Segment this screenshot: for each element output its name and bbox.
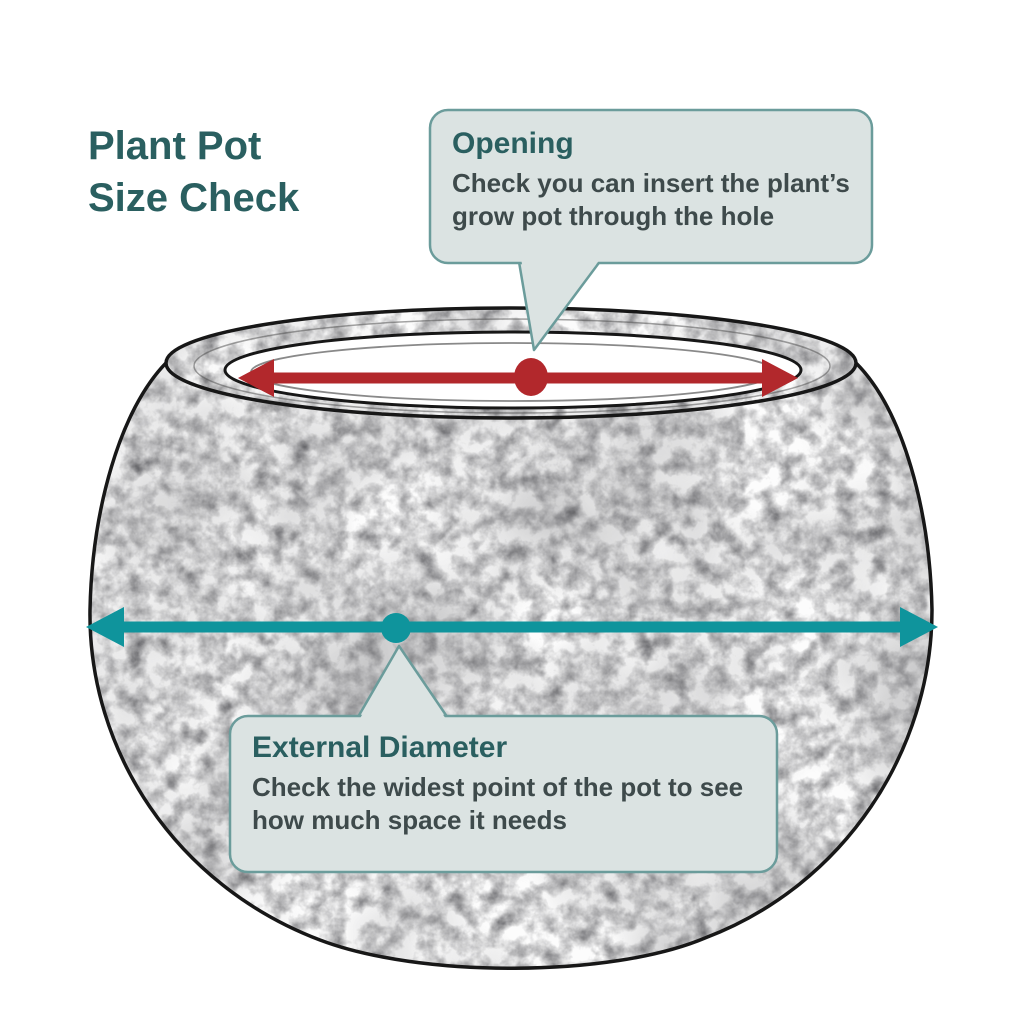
opening-arrow-left-head (238, 359, 274, 397)
page-title-line1: Plant Pot (88, 124, 262, 168)
opening-callout-box (428, 108, 874, 265)
diameter-callout-body: Check the widest point of the pot to see… (252, 772, 744, 835)
page-title-line2: Size Check (88, 176, 300, 220)
diameter-callout-box (228, 714, 779, 874)
opening-arrow-right-head (762, 359, 798, 397)
opening-midpoint-dot (514, 358, 548, 396)
pot-opening-hole (223, 330, 803, 410)
opening-callout-body: Check you can insert the plant’s grow po… (452, 168, 850, 231)
diameter-callout-tail-join (358, 650, 448, 722)
diameter-midpoint-dot (381, 613, 411, 643)
diameter-arrow-right-head (900, 607, 938, 647)
pot-rim-mid-line (193, 318, 831, 414)
pot-rim-outer-edge (164, 306, 858, 420)
pot-body-outline (88, 361, 934, 970)
opening-callout: Opening Check you can insert the plant’s… (452, 126, 856, 232)
opening-callout-tail-join (521, 258, 601, 344)
page-title: Plant Pot Size Check (88, 120, 299, 224)
diameter-callout: External Diameter Check the widest point… (252, 730, 752, 836)
opening-diameter-arrow (238, 358, 798, 397)
opening-callout-heading: Opening (452, 127, 574, 160)
opening-arrow-shaft (258, 372, 766, 384)
external-diameter-arrow (86, 607, 938, 647)
diameter-arrow-left-head (86, 607, 124, 647)
diameter-arrow-shaft (108, 621, 916, 633)
diameter-callout-heading: External Diameter (252, 731, 508, 764)
